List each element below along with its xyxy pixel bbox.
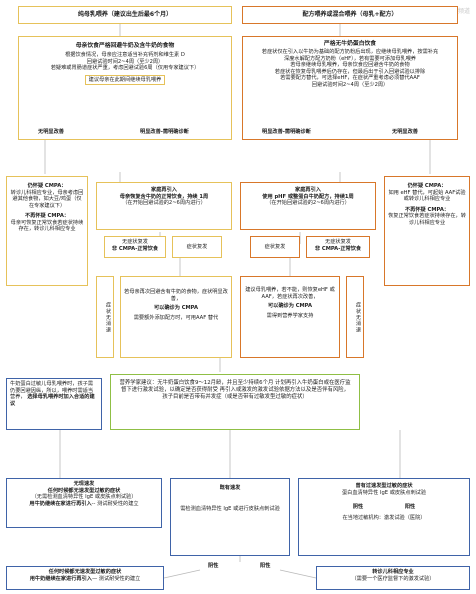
right-recurrence: 症状复发 (250, 236, 300, 258)
left-main-line-5: 建议母亲在此期间继续母乳喂养 (84, 74, 166, 86)
right-no-recur-text: 无症状复发 (325, 239, 351, 245)
left-main-line-3: 回避试验时间2~4周（至少2周） (86, 58, 164, 65)
right-confirm-line2: 可以确诊为 CMPA (267, 303, 313, 309)
left-improvement-label: 明显改善-需明确诊断 (140, 129, 189, 135)
right-family-reintroduction: 家庭再引入 使用 pHF 或整蛋白牛奶配方，持续1周 （在开始回避试验的2~6周… (240, 182, 376, 230)
right-family-line1: 使用 pHF 或整蛋白牛奶配方，持续1周 (262, 193, 354, 200)
right-improvement-label: 明显改善-需明确诊断 (262, 129, 311, 135)
right-no-recur-sub: 非 CMPA-正常饮食 (314, 245, 362, 252)
right-main-line-3: 深度水解配方配方奶粉（eHF），若有需要可添加母乳喂养 (284, 55, 416, 62)
right-recur-text: 症状复发 (264, 244, 286, 250)
left-confirm-line1: 若母亲再次回避含有牛奶的食物，症状明显改善， (124, 289, 228, 302)
bottom-left-note: （无需检测血清特异性 IgE 或皮肤点刺试验） (31, 494, 137, 500)
right-family-title: 家庭再引入 (295, 187, 321, 193)
left-main-line-4: 若疑难或胃肠道症状严重，考虑回避试验6周（仅用专家建议下） (50, 65, 200, 72)
left-no-remission: 症状无消退 (96, 276, 114, 358)
right-no-recurrence: 无症状复发 非 CMPA-正常饮食 (306, 236, 370, 258)
right-confirm-line3: 需得到营养学家支持 (266, 312, 314, 319)
bottom-center-text: 需检测血清特异性 IgE 或进行皮肤点刺试验 (180, 505, 280, 512)
left-recur-text: 症状复发 (186, 244, 208, 250)
right-main-line-1: 严格无牛奶蛋白饮食 (323, 41, 377, 47)
left-family-line1: 母亲恢复含牛奶的正常饮食，持续 1周 (119, 193, 209, 200)
final-referral: 转诊儿科相应专业 （需要一个医疗监督下的激发试验） (316, 566, 470, 590)
left-no-improvement-label: 无明显改善 (38, 129, 64, 135)
no-immediate-reaction: 无现速发 任何时候都无速发型过敏的症状 （无需检测血清特异性 IgE 或皮肤点刺… (6, 478, 162, 528)
right-main-line-2: 若症状仅在引入以牛奶为基础的配方奶粉后出现，应继续母乳喂养，按需补充 (261, 49, 439, 56)
left-no-recur-sub: 非 CMPA-正常饮食 (111, 245, 159, 252)
left-main-line-1: 母亲饮食严格回避牛奶及含牛奶的食物 (75, 43, 175, 49)
bottom-center-title: 既有速发 (219, 485, 241, 491)
bottom-left-title: 无现速发 (73, 481, 95, 487)
left-main-line-2: 根据饮食情况，母亲应注意适当补充钙剂和维生素 D (65, 52, 185, 59)
right-no-improvement-label: 无明显改善 (392, 129, 418, 135)
bottom-left-result: -- 测试耐受性的建立 (91, 500, 139, 507)
note-text: 牛奶蛋白过敏儿母乳喂养时，孩子需仍要回避因纵，所以，喂养时需适当营养， (10, 381, 94, 400)
bottom-left-action: 用牛奶继续在家进行再引入 (29, 500, 92, 507)
note-bold: 选择母乳喂养时加入合适的建议 (10, 394, 95, 407)
right-main-line-6: 若需要配方替代，可选择eHF，在症状严重考虑必须替代AAF (280, 75, 420, 82)
header-breastfeeding: 纯母乳喂养（建议出生后最6个月） (18, 6, 232, 24)
final-left-result: — 测试耐受性的建立 (91, 575, 141, 582)
current-immediate-reaction: 既有速发 需检测血清特异性 IgE 或进行皮肤点刺试验 (170, 478, 290, 556)
final-left-title: 任何时候都无速发型过敏的症状 (48, 569, 122, 575)
breastfeeding-note: 牛奶蛋白过敏儿母乳喂养时，孩子需仍要回避因纵，所以，喂养时需适当营养， 选择母乳… (6, 378, 102, 430)
left-no-recur-text: 无症状复发 (122, 239, 148, 245)
bottom-right-neg: 阴性 (352, 504, 364, 510)
center-positive-label: 阳性 (260, 563, 271, 569)
final-home-reintroduction: 任何时候都无速发型过敏的症状 用牛奶继续在家进行再引入— 测试耐受性的建立 (6, 566, 164, 590)
right-no-suspect-title: 不再怀疑 CMPA： (404, 206, 450, 213)
nutritionist-advice: 营养学家建议：无牛奶蛋白饮食9～12月龄，并且至少持续6个月 计划再引入牛奶蛋白… (110, 374, 360, 430)
right-confirm-line1: 建议母乳喂养，若不能，则恢复eHF 或 AAF，若症状再次改善， (245, 287, 335, 300)
left-suspect-text: 转诊儿科相应专业，母亲考虑回避其他食物，如大豆/鸡蛋（仅在专家建议下） (10, 189, 84, 209)
final-left-action: 用牛奶继续在家进行再引入 (29, 575, 92, 582)
right-suspect-text: 如用 eHF 替代，可起始 AAF试验或转诊儿科相应专业 (388, 189, 466, 203)
right-suspect-title: 仍怀疑 CMPA： (407, 183, 447, 189)
left-suspicion-box: 仍怀疑 CMPA： 转诊儿科相应专业，母亲考虑回避其他食物，如大豆/鸡蛋（仅在专… (6, 176, 88, 286)
header-formula: 配方喂养或混合喂养（母乳+配方） (242, 6, 458, 24)
left-confirm-line3: 需要额外添加配方时，可用AAF 替代 (133, 314, 219, 321)
right-main-line-4: 若母亲继续母乳喂养，母亲饮食应回避含牛奶的食物 (290, 62, 410, 69)
right-confirm-cmpa: 建议母乳喂养，若不能，则恢复eHF 或 AAF，若症状再次改善， 可以确诊为 C… (240, 276, 340, 358)
right-suspicion-box: 仍怀疑 CMPA： 如用 eHF 替代，可起始 AAF试验或转诊儿科相应专业 不… (384, 176, 470, 286)
left-confirm-line2: 可以确诊为 CMPA (153, 305, 199, 311)
final-right-title: 转诊儿科相应专业 (372, 569, 414, 575)
left-confirm-cmpa: 若母亲再次回避含有牛奶的食物，症状明显改善， 可以确诊为 CMPA 需要额外添加… (120, 276, 232, 358)
past-immediate-reaction: 曾有过速发型过敏的症状 蛋白血清特异性 IgE 或皮肤点刺试验 阴性 阳性 在当… (298, 478, 470, 556)
center-negative-label: 阴性 (208, 563, 219, 569)
left-suspect-title: 仍怀疑 CMPA： (27, 183, 67, 189)
left-family-title: 家庭再引入 (151, 187, 177, 193)
left-family-reintroduction: 家庭再引入 母亲恢复含牛奶的正常饮食，持续 1周 （在开始回避试验的2~6周内进… (96, 182, 232, 230)
bottom-left-subtitle: 任何时候都无速发型过敏的症状 (47, 487, 121, 494)
left-no-suspect-text: 母亲可恢复正常饮食若症状持续存在，转诊儿科相应专业 (10, 219, 84, 233)
right-main-plan: 严格无牛奶蛋白饮食 若症状仅在引入以牛奶为基础的配方奶粉后出现，应继续母乳喂养，… (242, 36, 458, 140)
left-no-recurrence: 无症状复发 非 CMPA-正常饮食 (104, 236, 166, 258)
right-main-line-7: 回避试验时间2~4周（至少2周） (311, 81, 389, 88)
left-family-line2: （在开始回避试验的2~6周内进行） (122, 200, 206, 206)
right-family-line2: （在开始回避试验的2~6周内进行） (266, 200, 350, 206)
bottom-right-title: 曾有过速发型过敏的症状 (355, 483, 413, 489)
right-no-suspect-text: 恢复正常饮食若症状持续存在，转诊儿科相应专业 (388, 213, 466, 226)
left-recurrence: 症状复发 (172, 236, 222, 258)
left-no-suspect-title: 不再怀疑 CMPA： (24, 213, 70, 219)
final-right-sub: （需要一个医疗监督下的激发试验） (351, 575, 435, 582)
right-no-remission: 症状无消退 (346, 276, 364, 358)
bottom-right-text: 蛋白血清特异性 IgE 或皮肤点刺试验 (341, 489, 427, 496)
right-main-line-5: 若症状在恢复母乳喂养后仍存在，但最后出于引入回避试验以排除 (274, 68, 426, 75)
bottom-right-note: 在当地过敏机构：激发试验（医院） (342, 514, 426, 521)
left-main-plan: 母亲饮食严格回避牛奶及含牛奶的食物 根据饮食情况，母亲应注意适当补充钙剂和维生素… (18, 36, 232, 140)
bottom-right-pos: 阳性 (404, 504, 416, 510)
